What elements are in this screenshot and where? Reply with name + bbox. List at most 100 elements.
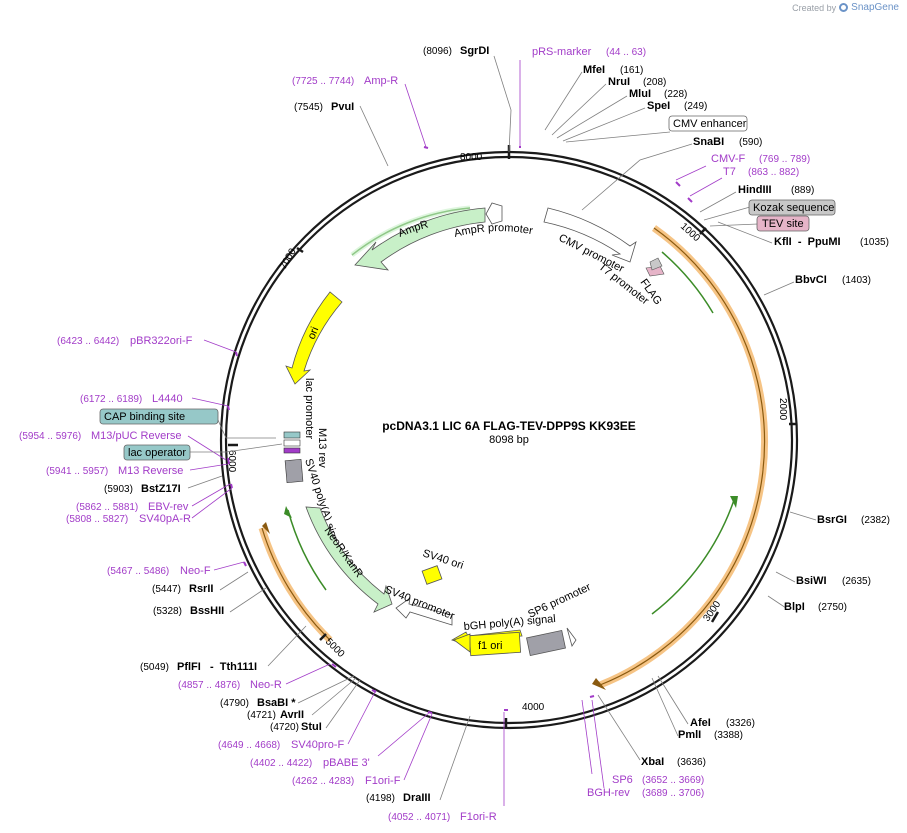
plasmid-title: pcDNA3.1 LIC 6A FLAG-TEV-DPP9S KK93EE xyxy=(382,419,636,433)
svg-text:RsrII: RsrII xyxy=(189,583,213,595)
svg-text:(4262 .. 4283): (4262 .. 4283) xyxy=(292,776,354,787)
credit-text: Created by xyxy=(792,2,837,13)
svg-text:BstZ17I: BstZ17I xyxy=(141,483,181,495)
enzyme-hindiii: HindIII (889) xyxy=(738,184,814,196)
enzyme-stui: (4720)StuI xyxy=(270,721,322,733)
svg-text:MfeI: MfeI xyxy=(583,64,605,76)
tick-label: 8000 xyxy=(460,152,483,163)
svg-text:(3636): (3636) xyxy=(677,757,706,768)
svg-text:SnaBI: SnaBI xyxy=(693,136,724,148)
orf-ampr-outer xyxy=(350,205,471,257)
svg-text:(2750): (2750) xyxy=(818,602,847,613)
feature-cmv-promoter: CMV promoter T7 promoter xyxy=(543,207,651,307)
label-cap-binding-site: CAP binding site xyxy=(99,408,219,425)
snapgene-logo-icon xyxy=(839,3,849,12)
svg-text:(6172 .. 6189): (6172 .. 6189) xyxy=(80,394,142,405)
sv40-promoter-label: SV40 promoter xyxy=(383,584,456,623)
svg-text:pRS-marker: pRS-marker xyxy=(532,46,592,58)
svg-text:L4440: L4440 xyxy=(152,393,183,405)
svg-text:(5862 .. 5881): (5862 .. 5881) xyxy=(76,502,138,513)
enzyme-leaders xyxy=(187,55,817,801)
enzyme-rsrii: (5447)RsrII xyxy=(152,583,213,595)
svg-text:(3689 .. 3706): (3689 .. 3706) xyxy=(642,788,704,799)
svg-text:(5903): (5903) xyxy=(104,484,133,495)
primer-m13-reverse: (5941 .. 5957)M13 Reverse xyxy=(46,465,183,477)
svg-text:(4790): (4790) xyxy=(220,698,249,709)
svg-text:(249): (249) xyxy=(684,101,707,112)
ori-label: ori xyxy=(306,325,322,341)
svg-text:PflFI - Tth111I: PflFI - Tth111I xyxy=(177,661,257,673)
svg-text:(4857 .. 4876): (4857 .. 4876) xyxy=(178,680,240,691)
svg-text:CMV-F: CMV-F xyxy=(711,153,746,165)
primer-leaders xyxy=(187,60,723,806)
svg-text:(208): (208) xyxy=(643,77,666,88)
enzyme-spei: SpeI (249) xyxy=(647,100,707,112)
svg-text:Neo-R: Neo-R xyxy=(250,679,282,691)
enzyme-sgrdi: (8096)SgrDI xyxy=(423,45,489,57)
svg-text:(4649 .. 4668): (4649 .. 4668) xyxy=(218,740,280,751)
plasmid-length: 8098 bp xyxy=(489,434,529,446)
svg-text:CMV enhancer: CMV enhancer xyxy=(673,118,747,130)
primer-labels: pRS-marker(44 .. 63) (7725 .. 7744)Amp-R… xyxy=(19,46,810,823)
svg-text:BGH-rev: BGH-rev xyxy=(587,787,630,799)
enzyme-blpi: BlpI (2750) xyxy=(784,601,847,613)
svg-text:(769 .. 789): (769 .. 789) xyxy=(759,154,810,165)
tick-label: 6000 xyxy=(226,450,237,473)
feature-sv40-ori: SV40 ori xyxy=(421,547,465,585)
svg-text:SV40pA-R: SV40pA-R xyxy=(139,513,191,525)
enzyme-draiii: (4198) DraIII xyxy=(366,792,431,804)
svg-text:(889): (889) xyxy=(791,185,814,196)
label-tev-site: TEV site xyxy=(756,215,810,232)
svg-text:(5328): (5328) xyxy=(153,606,182,617)
enzyme-bsabi: (4790) BsaBI * xyxy=(220,697,296,709)
svg-text:(7725 .. 7744): (7725 .. 7744) xyxy=(292,76,354,87)
svg-text:Neo-F: Neo-F xyxy=(180,565,211,577)
svg-text:(1403): (1403) xyxy=(842,275,871,286)
svg-text:(3652 .. 3669): (3652 .. 3669) xyxy=(642,775,704,786)
enzyme-kfli-ppumi: KflI - PpuMI (1035) xyxy=(774,236,889,248)
svg-text:BssHII: BssHII xyxy=(190,605,224,617)
svg-text:T7: T7 xyxy=(723,166,736,178)
label-lac-operator: lac operator xyxy=(123,444,191,461)
svg-text:(7545): (7545) xyxy=(294,102,323,113)
svg-text:(2635): (2635) xyxy=(842,576,871,587)
enzyme-pmli: PmlI(3388) xyxy=(678,729,743,741)
svg-text:F1ori-F: F1ori-F xyxy=(365,775,401,787)
enzyme-bsshii: (5328) BssHII xyxy=(153,605,224,617)
enzyme-bstz17i: (5903) BstZ17I xyxy=(104,483,181,495)
primer-pbr322ori-f: (6423 .. 6442)pBR322ori-F xyxy=(57,335,193,347)
svg-text:Kozak sequence: Kozak sequence xyxy=(753,202,834,214)
primer-f1ori-f: (4262 .. 4283) F1ori-F xyxy=(292,775,401,787)
primer-neo-r: (4857 .. 4876) Neo-R xyxy=(178,679,282,691)
enzyme-bsiwi: BsiWI(2635) xyxy=(796,575,871,587)
svg-text:HindIII: HindIII xyxy=(738,184,772,196)
primer-prs-marker: pRS-marker(44 .. 63) xyxy=(532,46,646,58)
svg-text:BbvCI: BbvCI xyxy=(795,274,827,286)
svg-text:(4720): (4720) xyxy=(270,722,299,733)
primer-cmv-f: CMV-F (769 .. 789) xyxy=(711,153,810,165)
svg-text:(8096): (8096) xyxy=(423,46,452,57)
svg-text:(1035): (1035) xyxy=(860,237,889,248)
svg-text:BlpI: BlpI xyxy=(784,601,805,613)
enzyme-bbvci: BbvCI (1403) xyxy=(795,274,871,286)
primer-f1ori-r: (4052 .. 4071)F1ori-R xyxy=(388,811,497,823)
snapgene-credit: Created by SnapGene xyxy=(792,2,899,13)
svg-text:(863 .. 882): (863 .. 882) xyxy=(748,167,799,178)
svg-text:(4198): (4198) xyxy=(366,793,395,804)
svg-text:CAP binding site: CAP binding site xyxy=(104,411,185,423)
svg-text:(5467 .. 5486): (5467 .. 5486) xyxy=(107,566,169,577)
svg-text:SV40pro-F: SV40pro-F xyxy=(291,739,344,751)
enzyme-pvui: (7545)PvuI xyxy=(294,101,354,113)
svg-text:DraIII: DraIII xyxy=(403,792,431,804)
svg-text:BsaBI *: BsaBI * xyxy=(257,697,296,709)
svg-text:SP6: SP6 xyxy=(612,774,633,786)
svg-text:SpeI: SpeI xyxy=(647,100,670,112)
svg-text:pBR322ori-F: pBR322ori-F xyxy=(130,335,193,347)
svg-text:pBABE 3': pBABE 3' xyxy=(323,757,370,769)
tick-label: 4000 xyxy=(522,702,545,713)
svg-text:KflI - PpuMI: KflI - PpuMI xyxy=(774,236,841,248)
tick-label: 7000 xyxy=(278,246,299,271)
primer-neo-f: (5467 .. 5486) Neo-F xyxy=(107,565,211,577)
svg-text:NruI: NruI xyxy=(608,76,630,88)
